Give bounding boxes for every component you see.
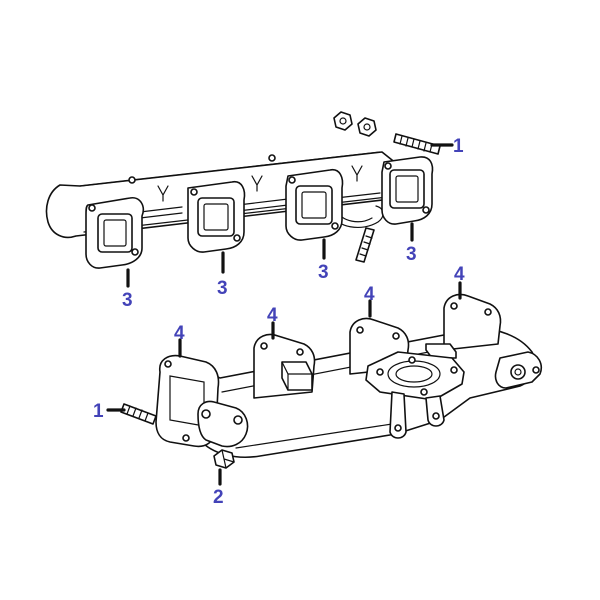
port-gasket-4 <box>381 156 434 225</box>
upper-manifold-gasket-assembly <box>45 111 441 269</box>
port-gasket-1 <box>85 196 145 269</box>
exhaust-flange-4 <box>443 293 502 351</box>
callout-nut-bottom: 2 <box>213 487 224 508</box>
leader-lines <box>106 143 462 486</box>
port-gasket-2 <box>187 180 246 253</box>
port-gasket-3 <box>285 168 344 241</box>
callout-flange-3: 4 <box>364 284 375 305</box>
callout-flange-4: 4 <box>454 264 465 285</box>
lower-exhaust-manifold <box>120 293 543 469</box>
callout-stud-top: 1 <box>453 136 464 157</box>
callout-gasket-4: 3 <box>406 244 417 265</box>
callout-gasket-1: 3 <box>122 290 133 311</box>
stud-center <box>355 227 375 263</box>
callout-labels: 1 3 3 3 3 4 4 4 4 1 2 <box>93 136 465 508</box>
right-outlet <box>494 351 543 389</box>
callout-gasket-3: 3 <box>318 262 329 283</box>
stud-bottom <box>120 403 157 425</box>
stud-top <box>393 133 441 155</box>
turbo-mount-flange <box>365 351 465 439</box>
callout-flange-2: 4 <box>267 305 278 326</box>
nut-top-2 <box>357 117 377 137</box>
exhaust-flange-2 <box>253 333 316 399</box>
nut-bottom <box>213 449 235 469</box>
callout-flange-1: 4 <box>174 323 185 344</box>
callout-gasket-2: 3 <box>217 278 228 299</box>
left-bracket <box>197 400 249 448</box>
callout-stud-bottom: 1 <box>93 401 104 422</box>
nut-top-1 <box>333 111 353 131</box>
